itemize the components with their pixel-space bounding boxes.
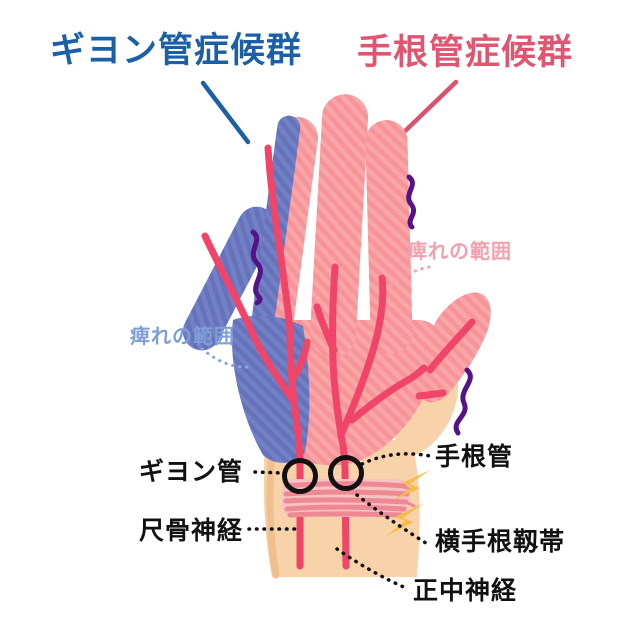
numbness-pink-leader bbox=[389, 265, 431, 287]
median-nerve-leader bbox=[335, 547, 408, 590]
median-numbness-range-label: 痺れの範囲 bbox=[407, 239, 512, 263]
carpal-tunnel-circle-marker bbox=[328, 455, 364, 491]
carpal-title-pointer-line bbox=[399, 79, 459, 137]
pain-bolt-icons bbox=[386, 470, 430, 536]
ulnar-nerve-label: 尺骨神経 bbox=[139, 516, 244, 545]
tingle-squiggle-icon bbox=[406, 174, 417, 230]
guyon-canal-leader bbox=[253, 470, 285, 475]
tingle-squiggle-icon bbox=[250, 229, 263, 306]
annotation-leader-lines bbox=[247, 452, 432, 590]
ulnar-nerve-line bbox=[264, 144, 304, 570]
nerve-lines bbox=[201, 144, 476, 570]
guyon-canal-label: ギヨン管 bbox=[139, 457, 244, 486]
carpal-syndrome-title: 手根管症候群 bbox=[357, 33, 574, 73]
carpal-tunnel-leader bbox=[360, 452, 432, 466]
ligament-leader bbox=[355, 493, 431, 547]
carpal-tunnel-label: 手根管 bbox=[435, 442, 514, 471]
guyon-syndrome-title: ギヨン管症候群 bbox=[50, 31, 303, 71]
pain-bolt-icon bbox=[386, 503, 424, 536]
transverse-ligament-band bbox=[282, 479, 416, 518]
median-nerve-label: 正中神経 bbox=[413, 576, 518, 605]
transverse-ligament-label: 横手根靱帯 bbox=[435, 527, 566, 556]
tingle-squiggle-icon bbox=[453, 367, 473, 436]
tingle-squiggle-icons bbox=[250, 174, 473, 436]
ulnar-numbness-range-label: 痺れの範囲 bbox=[130, 324, 235, 348]
median-nerve-line bbox=[329, 263, 350, 570]
pain-bolt-icon bbox=[392, 470, 430, 501]
guyon-title-pointer-line bbox=[200, 80, 251, 145]
numbness-blue-leader bbox=[200, 347, 252, 369]
guyon-canal-circle-marker bbox=[282, 458, 318, 494]
